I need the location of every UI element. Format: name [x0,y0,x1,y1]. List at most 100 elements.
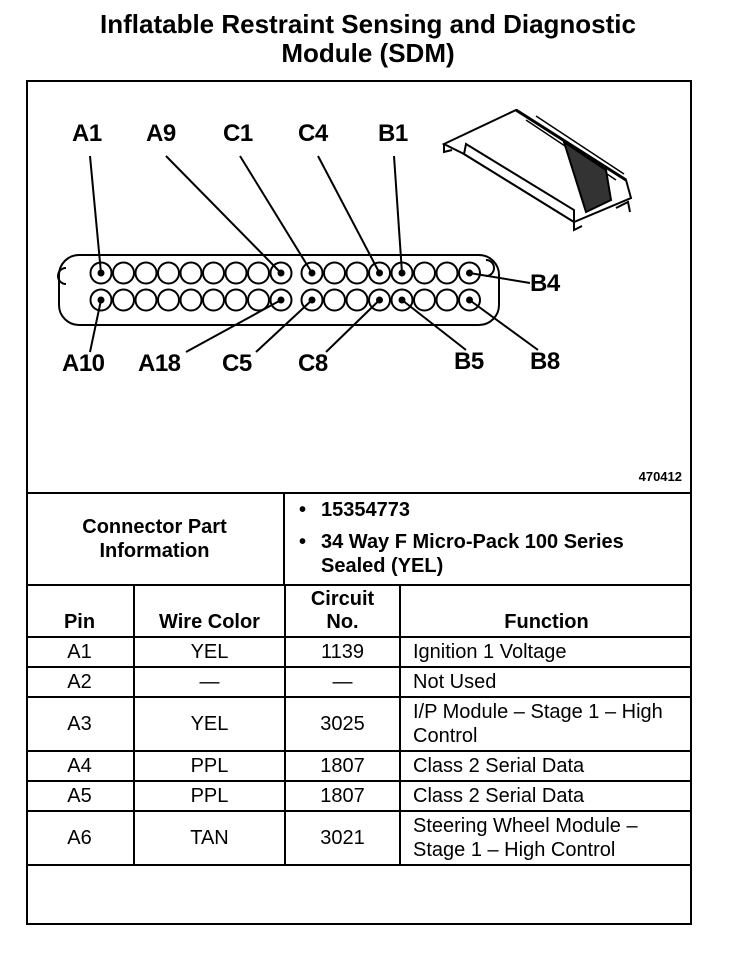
cell-wire-color: PPL [133,780,286,812]
pin-hole [179,261,203,285]
connector-description: 34 Way F Micro-Pack 100 Series Sealed (Y… [299,530,692,578]
pin-hole [413,261,436,285]
cell-wire-color: YEL [133,696,286,752]
pin-label-a18: A18 [138,350,181,377]
pin-hole [134,288,158,312]
cell-function: Steering Wheel Module – Stage 1 – High C… [399,810,692,866]
cell-pin: A1 [26,636,135,668]
cell-circuit: 1139 [284,636,401,668]
connector-right-key [485,259,495,277]
cell-circuit: 3025 [284,696,401,752]
pin-label-c4: C4 [298,120,328,147]
figure-number: 470412 [638,469,682,484]
pin-hole [224,288,248,312]
pin-holes [89,261,481,312]
pin-hole [202,261,225,285]
table-row: A5 PPL 1807 Class 2 Serial Data [26,780,692,812]
pin-label-c1: C1 [223,120,253,147]
header-pin: Pin [26,586,135,638]
pin-hole [224,261,248,285]
leader-a1-dot [97,269,105,277]
pin-label-a1: A1 [72,120,102,147]
pin-label-b8: B8 [530,348,560,375]
table-row: A3 YEL 3025 I/P Module – Stage 1 – High … [26,696,692,752]
header-circuit-no: Circuit No. [284,586,401,638]
pin-label-b4: B4 [530,270,560,297]
table-row: A2 — — Not Used [26,666,692,698]
connector-diagram: A1 A9 C1 C4 B1 B4 A10 A18 C5 C8 B5 B8 47… [26,80,692,494]
pin-hole [323,261,346,285]
leader-a1 [89,155,102,274]
leader-b1-dot [398,269,406,277]
table-row: A6 TAN 3021 Steering Wheel Module – Stag… [26,810,692,866]
pin-label-c5: C5 [222,350,252,377]
leader-c1 [239,155,313,274]
header-function: Function [399,586,692,638]
cell-wire-color: YEL [133,636,286,668]
pin-label-a10: A10 [62,350,105,377]
pin-label-a9: A9 [146,120,176,147]
table-row: A4 PPL 1807 Class 2 Serial Data [26,750,692,782]
cell-function: Class 2 Serial Data [399,750,692,782]
pin-hole [323,288,346,312]
cell-circuit: — [284,666,401,698]
pin-hole [202,288,225,312]
pin-hole [247,288,270,312]
pin-label-c8: C8 [298,350,328,377]
title-line-1: Inflatable Restraint Sensing and Diagnos… [100,9,636,39]
pin-hole [345,288,369,312]
pin-hole [157,288,180,312]
leader-c5-dot [308,296,316,304]
connector-drawing [57,108,633,353]
pin-hole [345,261,369,285]
connector-part-number: 15354773 [299,498,692,522]
cell-circuit: 1807 [284,780,401,812]
pin-hole [112,288,135,312]
table-row: A1 YEL 1139 Ignition 1 Voltage [26,636,692,668]
pin-hole [435,261,459,285]
cell-pin: A6 [26,810,135,866]
pin-label-b5: B5 [454,348,484,375]
connector-info-details: 15354773 34 Way F Micro-Pack 100 Series … [285,494,692,586]
leader-b1 [393,155,403,274]
leader-b5 [401,299,467,351]
pin-hole [157,261,180,285]
leader-lines [89,155,539,353]
leader-c8-dot [376,296,383,304]
connector-left-key [57,267,67,285]
leader-a18-dot [277,296,285,304]
pin-table: Pin Wire Color Circuit No. Function A1 Y… [26,586,692,866]
leader-b4-dot [466,269,473,277]
pin-hole [247,261,270,285]
cell-function: I/P Module – Stage 1 – High Control [399,696,692,752]
leader-a9-dot [277,269,285,277]
cell-pin: A4 [26,750,135,782]
header-wire-color: Wire Color [133,586,286,638]
connector-sketch [441,108,633,232]
leader-c8 [325,299,381,353]
cell-pin: A3 [26,696,135,752]
pin-hole [435,288,459,312]
leader-a10-dot [97,296,105,304]
leader-a10 [89,299,102,353]
leader-a9 [165,155,282,274]
cell-wire-color: TAN [133,810,286,866]
cell-circuit: 1807 [284,750,401,782]
pin-hole [112,261,135,285]
pin-hole [413,288,436,312]
leader-a18 [185,299,282,353]
connector-info-heading: Connector Part Information [26,494,285,586]
cell-pin: A5 [26,780,135,812]
leader-b4 [469,272,531,284]
connector-body [58,254,500,326]
leader-b8 [468,299,539,351]
pin-hole [134,261,158,285]
pin-table-header: Pin Wire Color Circuit No. Function [26,586,692,638]
cell-pin: A2 [26,666,135,698]
leader-b5-dot [398,296,406,304]
leader-c4-dot [376,269,383,277]
pin-hole [179,288,203,312]
cell-circuit: 3021 [284,810,401,866]
pin-label-b1: B1 [378,120,408,147]
cell-function: Not Used [399,666,692,698]
